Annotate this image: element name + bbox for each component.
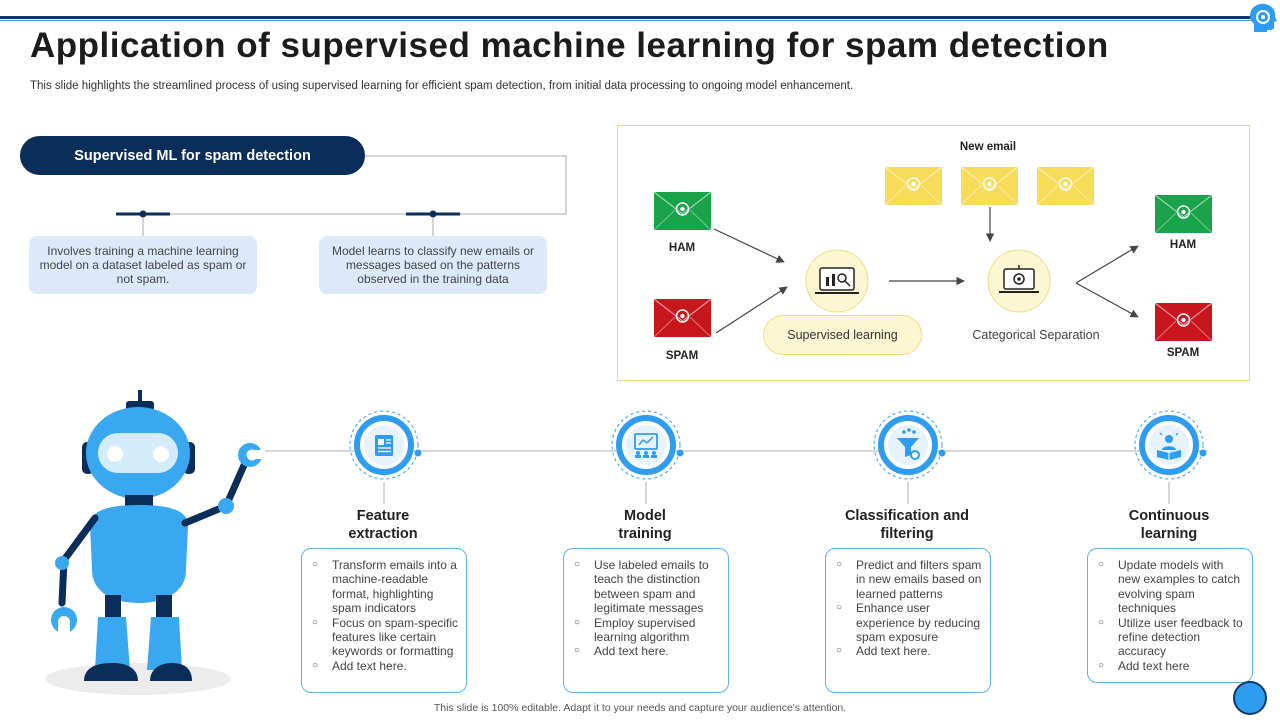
top-accent-line	[0, 20, 1262, 21]
step-1-bullet-1: Transform emails into a machine-readable…	[310, 558, 460, 616]
robot-illustration	[45, 390, 265, 695]
step-2-card: Use labeled emails to teach the distinct…	[563, 548, 729, 693]
step-1-bullet-2: Focus on spam-specific features like cer…	[310, 616, 460, 659]
info-box-classification: Model learns to classify new emails or m…	[319, 236, 547, 294]
step-1-card: Transform emails into a machine-readable…	[301, 548, 467, 693]
step-1-title-line-2: extraction	[348, 526, 418, 542]
spam-left-label: SPAM	[665, 350, 699, 362]
step-4-title: Continuous learning	[1069, 507, 1269, 543]
info-box-training: Involves training a machine learning mod…	[29, 236, 257, 294]
step-1-bullet-3: Add text here.	[310, 659, 460, 674]
footer-note: This slide is 100% editable. Adapt it to…	[433, 702, 847, 714]
feature-extraction-icon-circle	[349, 410, 422, 480]
categorical-separation-label: Categorical Separation	[972, 328, 1100, 342]
step-2-title: Model training	[545, 507, 745, 543]
step-2-bullet-1: Use labeled emails to teach the distinct…	[572, 558, 722, 616]
diagram-graphics	[653, 166, 1213, 342]
presentation-board-icon	[634, 433, 658, 458]
ham-right-label: HAM	[1169, 239, 1197, 251]
step-4-card: Update models with new examples to catch…	[1087, 548, 1253, 683]
step-4-bullet-1: Update models with new examples to catch…	[1096, 558, 1246, 616]
step-1-title-line-1: Feature	[356, 508, 410, 524]
step-3-bullet-3: Add text here.	[834, 644, 984, 659]
pill-connector-lines	[116, 155, 567, 236]
ham-left-label: HAM	[668, 242, 696, 254]
step-4-bullet-3: Add text here	[1096, 659, 1246, 674]
spam-email-right	[1154, 302, 1213, 342]
step-3-title-line-1: Classification and	[844, 508, 970, 524]
ham-email-left	[653, 191, 712, 231]
step-2-title-line-2: training	[618, 526, 672, 542]
email-classification-diagram	[617, 125, 1250, 381]
process-timeline	[265, 450, 1208, 504]
step-3-card: Predict and filters spam in new emails b…	[825, 548, 991, 693]
funnel-gear-icon	[897, 428, 920, 460]
step-3-title: Classification and filtering	[807, 507, 1007, 543]
step-4-title-line-2: learning	[1140, 526, 1198, 542]
book-learning-icon	[1157, 432, 1181, 460]
supervised-learning-label: Supervised learning	[763, 315, 922, 355]
step-4-bullet-2: Utilize user feedback to refine detectio…	[1096, 616, 1246, 659]
ham-email-right	[1154, 194, 1213, 234]
new-email-label: New email	[959, 141, 1017, 153]
step-2-bullet-3: Add text here.	[572, 644, 722, 659]
categorical-separation-node	[987, 249, 1051, 313]
step-4-title-line-1: Continuous	[1128, 508, 1210, 524]
step-3-bullet-2: Enhance user experience by reducing spam…	[834, 601, 984, 644]
ai-head-gear-icon	[1250, 3, 1277, 32]
spam-right-label: SPAM	[1166, 347, 1200, 359]
step-3-bullet-1: Predict and filters spam in new emails b…	[834, 558, 984, 601]
step-3-title-line-2: filtering	[880, 526, 934, 542]
document-chart-icon	[375, 435, 393, 456]
classification-icon-circle	[873, 410, 946, 480]
new-email-3	[1036, 166, 1095, 206]
continuous-learning-icon-circle	[1134, 410, 1207, 480]
spam-email-left	[653, 298, 712, 338]
page-title: Application of supervised machine learni…	[30, 26, 1109, 65]
page-subtitle: This slide highlights the streamlined pr…	[30, 80, 854, 92]
new-email-1	[884, 166, 943, 206]
supervised-ml-pill: Supervised ML for spam detection	[20, 136, 365, 175]
new-email-2	[960, 166, 1019, 206]
supervised-learning-node	[805, 249, 869, 313]
step-2-title-line-1: Model	[624, 508, 666, 524]
step-2-bullet-2: Employ supervised learning algorithm	[572, 616, 722, 645]
top-accent-bar	[0, 16, 1262, 19]
step-1-title: Feature extraction	[283, 507, 483, 543]
corner-circle-decoration	[1233, 681, 1267, 715]
model-training-icon-circle	[611, 410, 684, 480]
